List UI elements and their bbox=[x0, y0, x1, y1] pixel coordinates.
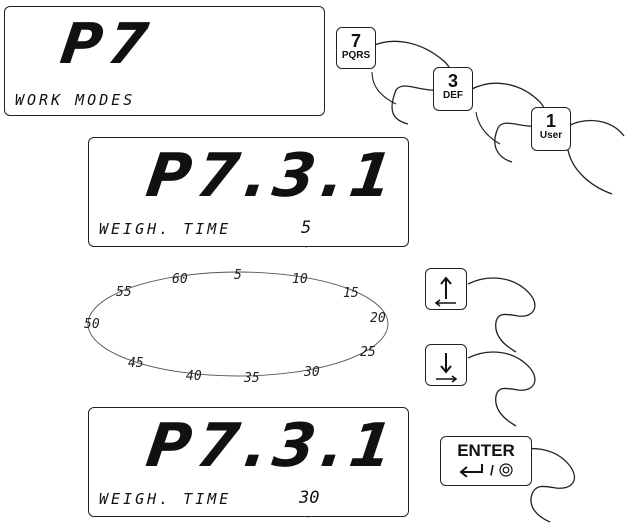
key-enter[interactable]: ENTER / bbox=[440, 436, 532, 486]
cycle-value: 50 bbox=[84, 318, 100, 331]
cycle-value: 30 bbox=[304, 366, 320, 379]
return-arrow-icon bbox=[458, 463, 486, 477]
key-3-def[interactable]: 3 DEF bbox=[433, 67, 473, 111]
display-label-text: WORK MODES bbox=[15, 93, 135, 108]
cycle-value: 55 bbox=[116, 286, 132, 299]
finger-icon bbox=[468, 278, 535, 352]
cycle-value: 45 bbox=[128, 357, 144, 370]
cycle-value: 60 bbox=[172, 273, 188, 286]
key-7-pqrs[interactable]: 7 PQRS bbox=[336, 27, 376, 69]
cycle-value: 10 bbox=[292, 273, 308, 286]
cycle-value: 40 bbox=[186, 370, 202, 383]
arrow-down-icon bbox=[426, 345, 468, 387]
cycle-value: 5 bbox=[234, 269, 242, 282]
display-main-text: P7 bbox=[57, 17, 157, 73]
display-value-text: 5 bbox=[301, 220, 311, 237]
display-main-text: P7.3.1 bbox=[143, 146, 402, 206]
key-down-arrow[interactable] bbox=[425, 344, 467, 386]
zero-target-icon bbox=[498, 462, 514, 478]
lcd-display-3: P7.3.1 WEIGH. TIME 30 bbox=[88, 407, 409, 517]
key-up-arrow[interactable] bbox=[425, 268, 467, 310]
cycle-value: 15 bbox=[343, 287, 359, 300]
cycle-value: 20 bbox=[370, 312, 386, 325]
finger-icon bbox=[568, 121, 624, 194]
arrow-up-icon bbox=[426, 269, 468, 311]
lcd-display-2: P7.3.1 WEIGH. TIME 5 bbox=[88, 137, 409, 247]
display-label-text: WEIGH. TIME bbox=[99, 222, 231, 237]
key-1-user[interactable]: 1 User bbox=[531, 107, 571, 151]
enter-sub-label: / bbox=[490, 462, 494, 478]
lcd-display-1: P7 WORK MODES bbox=[4, 6, 325, 116]
finger-icon bbox=[476, 112, 500, 144]
cycle-value: 35 bbox=[244, 372, 260, 385]
finger-icon bbox=[468, 352, 535, 426]
enter-label: ENTER bbox=[441, 442, 531, 460]
display-value-text: 30 bbox=[299, 490, 319, 507]
cycle-value: 25 bbox=[360, 346, 376, 359]
display-label-text: WEIGH. TIME bbox=[99, 492, 231, 507]
display-main-text: P7.3.1 bbox=[143, 416, 402, 476]
